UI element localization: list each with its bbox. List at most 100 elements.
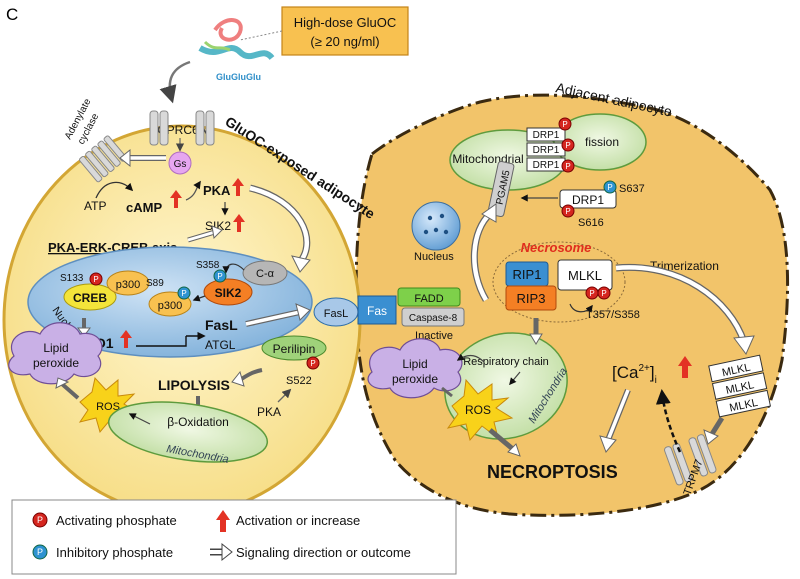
ros-right-burst xyxy=(446,378,514,442)
resp-to-ros-arrow xyxy=(509,371,521,386)
camp-increase-icon xyxy=(170,190,182,208)
s616-phospho-letter: P xyxy=(565,207,570,216)
pka-increase-icon xyxy=(232,178,244,196)
fas-label: Fas xyxy=(367,304,387,318)
s616-label: S616 xyxy=(578,217,604,229)
ros-to-lipid-head xyxy=(55,377,70,389)
s637-inhibit-icon xyxy=(603,180,617,194)
s358-inhibit-letter: P xyxy=(217,272,222,281)
s522-phospho-icon xyxy=(306,356,320,370)
necrosome-label: Necrosome xyxy=(521,240,592,255)
c-alpha-label: C-α xyxy=(256,268,275,280)
rip3-node xyxy=(505,285,557,311)
pka-to-perilipin-arrow xyxy=(277,388,292,403)
calcium-label: [Ca2+]i xyxy=(612,363,657,386)
fasl-export-head xyxy=(295,303,311,321)
ros-to-necroptosis-head xyxy=(507,443,521,457)
panel-letter: C xyxy=(6,5,18,24)
lipid-left-2: peroxide xyxy=(33,356,79,370)
legend-activation: Activation or increase xyxy=(236,513,360,528)
calcium-to-necroptosis-head xyxy=(599,435,617,453)
rip3-label: RIP3 xyxy=(517,291,546,306)
ros-left-label: ROS xyxy=(96,401,120,413)
atp-label: ATP xyxy=(84,199,106,213)
mlkl-node xyxy=(557,259,613,291)
necrosome-to-fission-inner xyxy=(472,212,492,302)
gprc6a-label: GPRC6A xyxy=(157,123,206,137)
trpm7-channel-icon xyxy=(664,434,717,486)
trimerization-head xyxy=(733,335,755,355)
mlkl-trimer-3: MLKL xyxy=(728,397,759,415)
creb-to-foxo1-head xyxy=(77,327,91,337)
s89-inhibit-icon xyxy=(177,286,191,300)
mlkl-trimer-1: MLKL xyxy=(721,362,752,380)
gs-label: Gs xyxy=(174,159,187,170)
s89-inhibit-letter: P xyxy=(181,289,186,298)
mlkl-trimer-2: MLKL xyxy=(725,379,756,397)
foxo1-gene-line xyxy=(136,336,187,347)
pka-broad-arrow-inner xyxy=(249,185,310,264)
drug-label-1: High-dose GluOC xyxy=(294,15,397,30)
legend-inhibitory: Inhibitory phosphate xyxy=(56,545,173,560)
atp-to-camp-arrow xyxy=(95,181,134,199)
drp1-single-label: DRP1 xyxy=(572,193,604,207)
drp1-ring-3: DRP1 xyxy=(533,160,560,171)
legend-box xyxy=(11,499,457,575)
mitochondria-left xyxy=(107,401,269,463)
s522-phospho-letter: P xyxy=(310,359,315,368)
rip1-label: RIP1 xyxy=(513,267,542,282)
gs-arrow-head xyxy=(119,148,131,168)
perilipin-node xyxy=(261,335,327,361)
s616-phospho-icon xyxy=(561,204,575,218)
beta-to-ros-arrow xyxy=(128,413,151,425)
ros-right-label: ROS xyxy=(465,403,491,417)
gprc6a-receptor-icon xyxy=(149,110,215,146)
t357-label: T357/S358 xyxy=(586,309,640,321)
necrosome-boundary xyxy=(492,241,626,323)
s522-label: S522 xyxy=(286,375,312,387)
p300-a-node xyxy=(106,270,150,296)
sik2-nucleus-label: SIK2 xyxy=(215,286,242,300)
legend-activating: Activating phosphate xyxy=(56,513,177,528)
lipid-right-arrow xyxy=(456,353,485,363)
drug-box xyxy=(281,6,409,56)
lipid-peroxide-right xyxy=(367,338,463,399)
drp1-phospho-1-letter: P xyxy=(562,120,567,129)
mito-fission-right xyxy=(553,113,647,171)
nucleus-right xyxy=(411,201,461,251)
camp-to-pka-arrow xyxy=(185,180,201,201)
mlkl-trimer: MLKL MLKL MLKL xyxy=(708,354,772,418)
fasl-export-inner xyxy=(245,310,301,326)
mlkl-phospho-2 xyxy=(597,286,611,300)
fasl-left-label: FasL xyxy=(205,317,238,333)
c-alpha-node xyxy=(242,260,288,286)
fadd-label: FADD xyxy=(414,293,443,305)
caspase8-label: Caspase-8 xyxy=(409,313,458,324)
s358-label: S358 xyxy=(196,260,220,271)
legend-activating-letter: P xyxy=(37,515,43,525)
caspase8-node xyxy=(401,307,465,327)
gs-node xyxy=(168,151,192,175)
drp1-phospho-3 xyxy=(561,159,575,173)
p300-b-label: p300 xyxy=(158,300,182,312)
gluoc-peptide-icon xyxy=(198,18,275,61)
calcium-increase-icon xyxy=(678,356,692,378)
atgl-label: ATGL xyxy=(205,338,236,352)
drp1-single-node xyxy=(559,189,617,209)
legend-signal-icon xyxy=(221,542,233,562)
svg-text:[Ca2+]i: [Ca2+]i xyxy=(612,363,657,386)
lipid-peroxide-left xyxy=(8,322,103,385)
drp1-ring xyxy=(526,127,566,172)
rip3-to-mlkl-arrow xyxy=(569,303,593,313)
calcium-to-necroptosis-inner xyxy=(606,389,630,441)
c-alpha-to-sik2-arrow xyxy=(222,263,245,274)
creb-node xyxy=(63,283,117,311)
pka-bottom-label: PKA xyxy=(257,405,281,419)
lipolysis-label: LIPOLYSIS xyxy=(158,377,230,393)
drp1-ring-2: DRP1 xyxy=(533,145,560,156)
mlkl-label: MLKL xyxy=(568,268,602,283)
legend-inhibitory-letter: P xyxy=(37,547,43,557)
axis-arrow-inner xyxy=(187,230,216,242)
drp1-phospho-2-letter: P xyxy=(565,141,570,150)
